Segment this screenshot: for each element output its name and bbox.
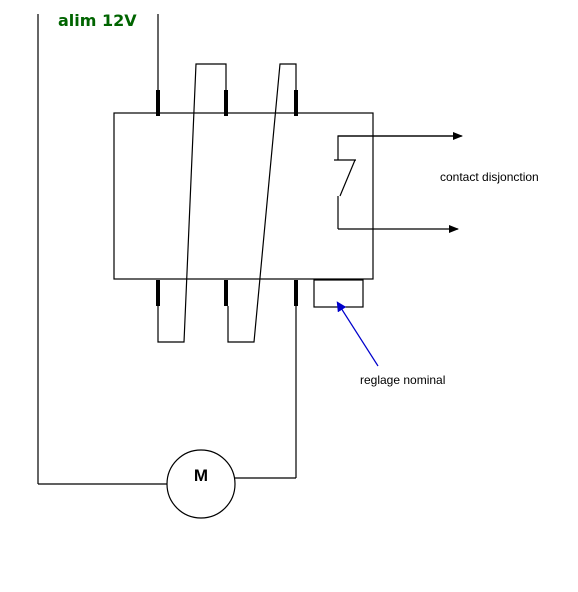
adjustment-arrow: [336, 301, 379, 367]
power-label: alim 12V: [58, 11, 137, 30]
contact-wire-top: [337, 135, 460, 160]
adjustment-screw: [313, 279, 364, 308]
contact-blade: [339, 159, 356, 197]
contact-label: contact disjonction: [440, 170, 539, 184]
adjustment-label: reglage nominal: [360, 373, 445, 387]
winding-2: [227, 63, 297, 343]
relay-body: [113, 112, 374, 280]
motor-label: M: [194, 466, 208, 485]
motor-symbol: [166, 449, 236, 519]
winding-1: [157, 63, 227, 343]
